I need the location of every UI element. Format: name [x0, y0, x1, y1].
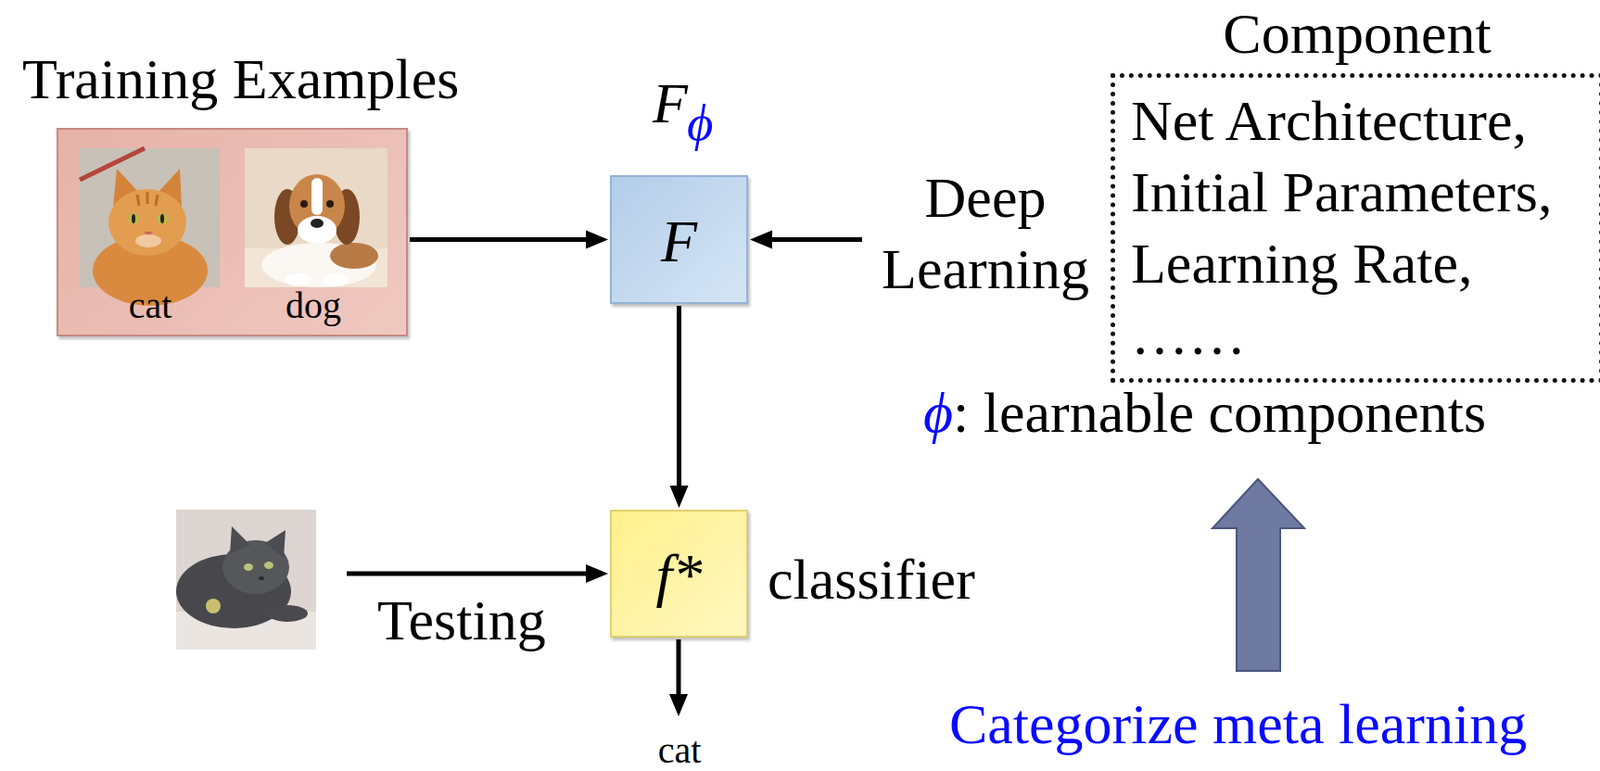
image-caption: cat	[94, 287, 206, 325]
cat-eye	[126, 213, 140, 225]
cat-pupil	[131, 214, 136, 224]
component-box: ComponentNet Architecture,Initial Parame…	[1110, 73, 1600, 383]
cat-head	[108, 189, 187, 256]
learning-algorithm-box: F	[609, 175, 749, 305]
list-item: Net Architecture,	[1130, 85, 1553, 157]
side-label: classifier	[767, 550, 976, 609]
arrow-head	[585, 230, 609, 250]
list-item: Learning Rate,	[1130, 228, 1553, 300]
connector-line	[676, 305, 682, 488]
cat-photo	[79, 148, 220, 306]
heading: Training Examples	[22, 50, 459, 108]
component-list: Net Architecture,Initial Parameters,Lear…	[1130, 85, 1553, 371]
box-label: f*	[656, 546, 703, 606]
cat-pupil	[160, 214, 165, 224]
list-item: Initial Parameters,	[1130, 156, 1553, 229]
output-label: cat	[642, 732, 717, 770]
dog-blaze	[311, 177, 323, 216]
dog-paw	[322, 273, 349, 287]
photo-ground	[244, 148, 388, 288]
image-caption: dog	[257, 287, 369, 325]
dog-muzzle	[297, 215, 337, 244]
cat-muzzle	[135, 234, 162, 248]
dog-eye	[300, 200, 308, 208]
arrow-head	[749, 230, 773, 250]
dog-eye	[326, 200, 334, 208]
cat-stripes	[137, 191, 158, 206]
connector-line	[409, 237, 588, 242]
note-text: : learnable components	[952, 383, 1486, 442]
example-photos	[56, 127, 408, 337]
list-item: ……	[1130, 299, 1553, 371]
subscript-symbol: ϕ	[686, 97, 713, 149]
heading: Component	[1115, 4, 1600, 63]
training-examples-box: Training Examplescatdog	[56, 127, 408, 337]
dog-patch	[330, 242, 379, 269]
connector-arrow	[670, 305, 689, 508]
dog-head	[289, 174, 345, 238]
box-label: F	[660, 212, 698, 272]
test-cat-photo	[176, 509, 317, 650]
testing-arrow	[346, 564, 609, 584]
footer-note: Categorize meta learning	[949, 695, 1527, 753]
edge-label: Deep Learning	[862, 162, 1109, 305]
phi-symbol: ϕ	[923, 383, 953, 442]
note-row: ϕ: learnable components	[923, 383, 1486, 442]
arrow-label: Testing	[377, 591, 547, 649]
connector-arrow	[409, 230, 609, 250]
cat-eye	[155, 213, 169, 225]
dog-paw	[285, 273, 312, 287]
arrow-head	[670, 485, 689, 508]
function-symbol: F	[652, 74, 688, 132]
dog-photo	[244, 148, 388, 288]
dog-nose	[310, 218, 324, 229]
classifier-box: f*classifier	[609, 509, 749, 638]
photo-detail	[79, 148, 145, 180]
output-arrow	[669, 639, 688, 717]
block-arrow-up	[1212, 479, 1305, 672]
